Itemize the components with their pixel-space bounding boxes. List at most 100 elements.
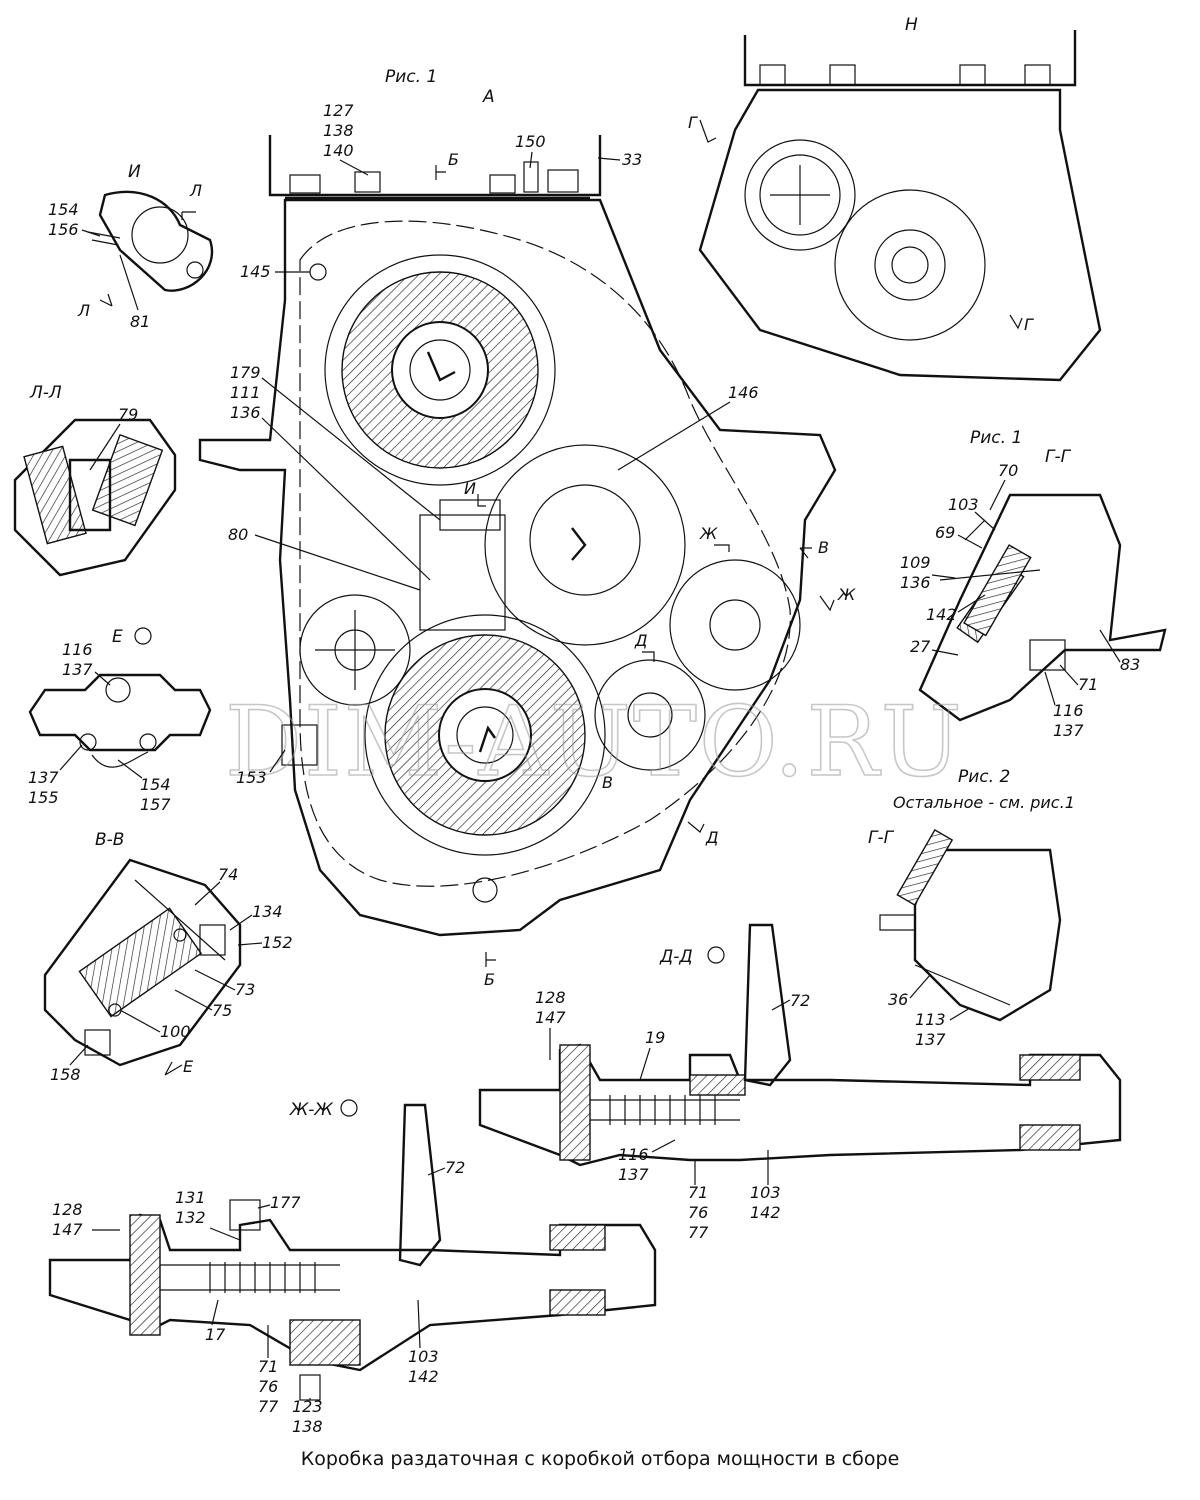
callout-155: 155: [28, 788, 59, 807]
section-vv-label: В-В: [95, 830, 124, 850]
callout-83: 83: [1120, 655, 1140, 674]
callout-75: 75: [212, 1001, 232, 1020]
callout-137-dd: 137: [618, 1165, 649, 1184]
view-e-circle-icon: [134, 627, 152, 645]
section-zhzh: [48, 1103, 657, 1401]
callout-156: 156: [48, 220, 79, 239]
callout-116-dd: 116: [618, 1145, 649, 1164]
callouts-ll: 79: [89, 405, 138, 471]
callout-71-dd: 71: [688, 1183, 708, 1202]
callouts-dd: 72 128 147 19 116 137 71 76 77 103 142: [535, 988, 810, 1242]
section-dd-circle-icon: [707, 946, 725, 964]
cut-zh-left: Ж: [699, 524, 718, 543]
callout-71-gg: 71: [1078, 675, 1098, 694]
callout-19: 19: [645, 1028, 665, 1047]
fig1-right-label: Рис. 1: [970, 428, 1022, 448]
rest-note: Остальное - см. рис.1: [893, 793, 1075, 812]
cut-v-right: В: [818, 538, 829, 557]
callout-71-zh: 71: [258, 1357, 278, 1376]
callout-154-e: 154: [140, 775, 171, 794]
callout-134: 134: [252, 902, 283, 921]
callout-145: 145: [240, 262, 271, 281]
callout-69: 69: [935, 523, 955, 542]
view-e: [28, 673, 212, 768]
view-a-label: А: [482, 87, 495, 107]
callout-109: 109: [900, 553, 931, 572]
callout-137-e: 137: [62, 660, 93, 679]
callout-113: 113: [915, 1010, 946, 1029]
callout-128-zh: 128: [52, 1200, 83, 1219]
callout-142-gg: 142: [926, 605, 957, 624]
callout-74: 74: [218, 865, 238, 884]
callout-123: 123: [292, 1397, 323, 1416]
callout-137-gg: 137: [1053, 721, 1084, 740]
section-dd-label: Д-Д: [659, 947, 693, 967]
callout-142-dd: 142: [750, 1203, 781, 1222]
callout-116-gg: 116: [1053, 701, 1084, 720]
callout-76-dd: 76: [688, 1203, 708, 1222]
callout-138-zh: 138: [292, 1417, 323, 1436]
callouts-zhzh: 72 131 132 177 128 147 17 71 76 77 103 1…: [52, 1158, 465, 1436]
fig2-label: Рис. 2: [958, 767, 1010, 787]
callout-70: 70: [998, 461, 1018, 480]
cut-l-bottom: Л: [77, 301, 90, 320]
callout-157: 157: [140, 795, 171, 814]
callout-36: 36: [888, 990, 908, 1009]
callout-128-dd: 128: [535, 988, 566, 1007]
callout-153: 153: [236, 768, 267, 787]
callout-137-ggb: 137: [915, 1030, 946, 1049]
section-gg-bottom: [879, 829, 1062, 1022]
callout-116-e: 116: [62, 640, 93, 659]
callout-73: 73: [235, 980, 255, 999]
callout-140: 140: [323, 141, 354, 160]
callout-177: 177: [270, 1193, 301, 1212]
callout-77-dd: 77: [688, 1223, 709, 1242]
section-gg-bottom-label: Г-Г: [868, 828, 895, 848]
callout-137-e2: 137: [28, 768, 59, 787]
callouts-view-i: 154 156 81: [48, 200, 150, 331]
callout-33: 33: [622, 150, 642, 169]
callouts-e: 116 137 137 155 154 157: [28, 640, 171, 814]
cut-v-lower: В: [602, 773, 613, 792]
callout-81: 81: [130, 312, 150, 331]
callout-27: 27: [910, 637, 931, 656]
callout-77-zh: 77: [258, 1397, 279, 1416]
section-ll: [13, 418, 177, 577]
callout-146: 146: [728, 383, 759, 402]
main-housing-view: [198, 135, 837, 937]
callout-79: 79: [118, 405, 138, 424]
cut-marks: Б Б Г Г Л Л И Ж Ж В В Д Д Е: [77, 113, 1034, 1076]
cut-zh-right: Ж: [837, 585, 856, 604]
callout-127: 127: [323, 101, 354, 120]
callouts-gg-top: 70 103 69 109 136 142 27 83 71 116 137: [900, 461, 1140, 740]
callout-150: 150: [515, 132, 546, 151]
callout-152: 152: [262, 933, 293, 952]
callout-131: 131: [175, 1188, 206, 1207]
section-ll-label: Л-Л: [29, 383, 62, 403]
callout-142-zh: 142: [408, 1367, 439, 1386]
cut-i: И: [464, 479, 476, 498]
cut-g-left: Г: [688, 113, 698, 132]
section-vv: [43, 858, 242, 1067]
callout-76-zh: 76: [258, 1377, 278, 1396]
callout-103-dd: 103: [750, 1183, 781, 1202]
callout-100: 100: [160, 1022, 191, 1041]
view-n: [698, 30, 1102, 382]
section-zhzh-circle-icon: [340, 1099, 358, 1117]
callout-132: 132: [175, 1208, 206, 1227]
callout-158: 158: [50, 1065, 81, 1084]
cut-b-bottom: Б: [484, 970, 495, 989]
callout-103-gg: 103: [948, 495, 979, 514]
cut-e-arrow: Е: [183, 1057, 194, 1076]
cut-l-top: Л: [189, 181, 202, 200]
cut-d-upper: Д: [634, 631, 648, 650]
callout-136: 136: [230, 403, 261, 422]
fig1-top-label: Рис. 1: [385, 67, 437, 87]
view-e-label: Е: [112, 627, 123, 647]
callout-72-dd: 72: [790, 991, 810, 1010]
cut-d-lower: Д: [705, 828, 719, 847]
callout-147-dd: 147: [535, 1008, 566, 1027]
watermark: DIM-AUTO.RU: [225, 686, 964, 798]
